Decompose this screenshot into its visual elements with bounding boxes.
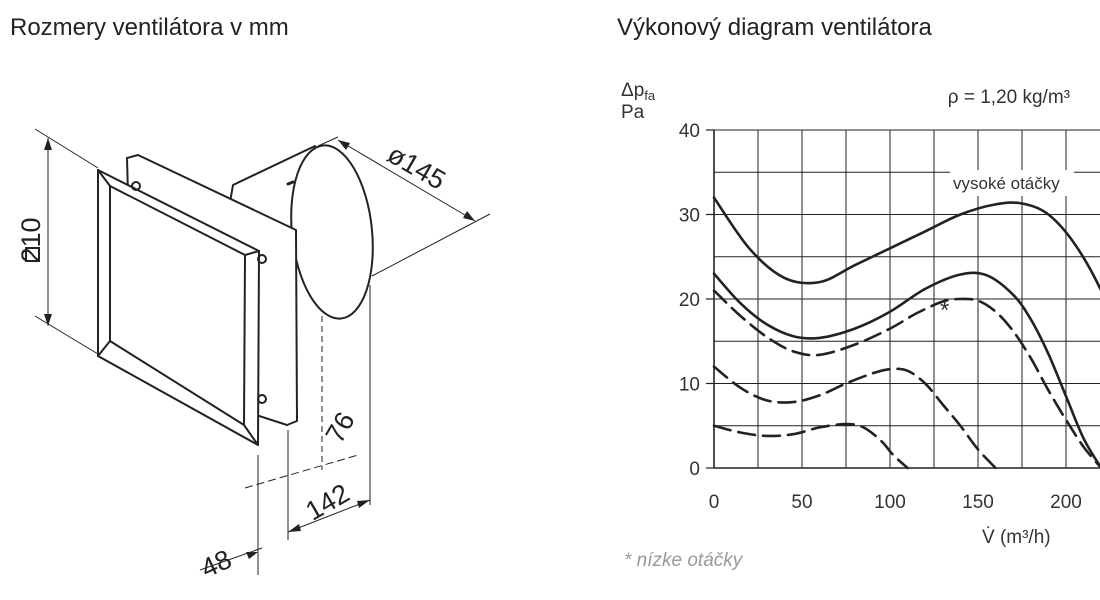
- x-tick-label: 50: [791, 492, 812, 513]
- x-tick-label: 150: [962, 492, 994, 513]
- chart-ticks: 010203040050100150200250: [679, 121, 1082, 513]
- dimensions-title: Rozmery ventilátora v mm: [10, 14, 289, 41]
- y-tick-label: 20: [679, 290, 700, 311]
- chart-grid: [706, 129, 1100, 469]
- y-axis-label-symbol: Δpfa: [621, 80, 656, 103]
- dim-210-label: 210: [16, 217, 46, 262]
- low-speed-footnote: * nízke otáčky: [624, 550, 744, 571]
- high-speed-label: vysoké otáčky: [953, 174, 1060, 193]
- square-symbol: [25, 247, 40, 262]
- low-speed-star: *: [940, 297, 949, 324]
- density-note: ρ = 1,20 kg/m³: [948, 87, 1070, 108]
- performance-chart: 010203040050100150200250 Δpfa Pa ρ = 1,2…: [621, 80, 1100, 571]
- y-tick-label: 10: [679, 375, 700, 396]
- curve-high-speed-2: [712, 271, 1100, 469]
- dim-76-label: 76: [320, 407, 361, 448]
- y-tick-label: 0: [689, 459, 700, 480]
- screw-hole: [257, 394, 267, 404]
- x-tick-label: 100: [874, 492, 906, 513]
- curve-low-speed-5: [712, 422, 909, 470]
- curve-high-speed-1: [712, 196, 1100, 292]
- y-tick-label: 40: [679, 121, 700, 142]
- screw-hole: [257, 254, 267, 264]
- chart-curves: [712, 196, 1100, 470]
- y-tick-label: 30: [679, 206, 700, 227]
- dim-diameter-label: ø145: [382, 139, 450, 196]
- high-speed-label-bg: [950, 170, 1074, 196]
- screw-hole: [131, 181, 141, 191]
- dim-48-label: 48: [196, 544, 236, 584]
- dim-142-label: 142: [300, 478, 354, 527]
- fan-dimension-drawing: 210 ø145 76 142 48: [16, 128, 491, 584]
- x-axis-label: V̇ (m³/h): [982, 527, 1051, 548]
- curve-low-speed-3: [712, 289, 1100, 469]
- curve-low-speed-4: [712, 365, 997, 470]
- x-tick-label: 200: [1050, 492, 1082, 513]
- x-tick-label: 0: [709, 492, 720, 513]
- y-axis-label-unit: Pa: [621, 102, 645, 123]
- performance-title: Výkonový diagram ventilátora: [617, 14, 932, 41]
